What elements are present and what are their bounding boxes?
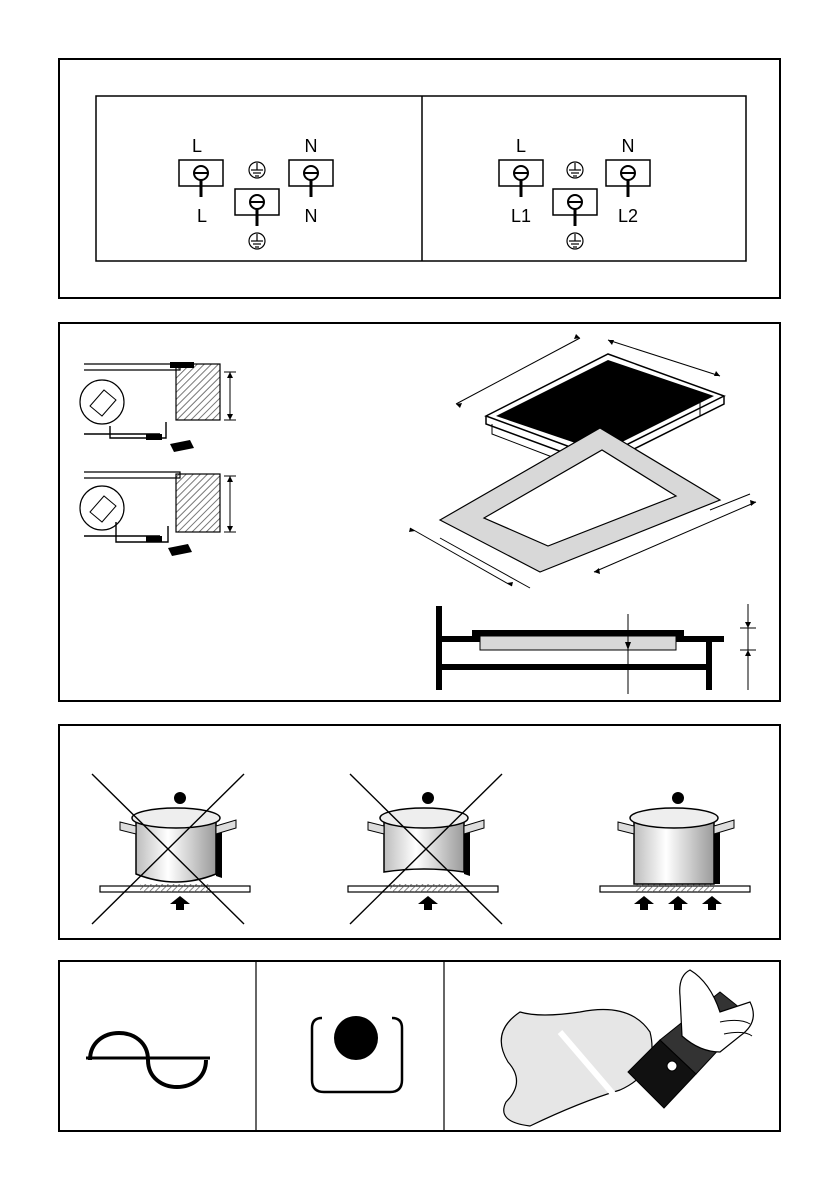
terminal-screw-icon	[621, 166, 635, 197]
installation-panel	[58, 322, 781, 702]
glass-scraper-icon	[501, 970, 753, 1126]
pot-correct-flat	[600, 792, 750, 910]
two-phase-top-left-label: L	[516, 136, 526, 156]
terminal-screw-icon	[568, 195, 582, 226]
earth-ground-icon	[567, 162, 583, 178]
terminal-screw-icon	[250, 195, 264, 226]
terminal-screw-icon	[304, 166, 318, 197]
heat-arrow-icon	[170, 896, 190, 910]
mounting-clamp-detail-top	[80, 362, 236, 452]
earth-ground-icon	[249, 233, 265, 249]
single-phase-top-left-label: L	[192, 136, 202, 156]
two-phase-top-right-label: N	[622, 136, 635, 156]
earth-ground-icon	[249, 162, 265, 178]
wiring-diagram: L N	[60, 60, 779, 297]
heat-arrow-icon	[702, 896, 722, 910]
single-phase-bottom-left-label: L	[197, 206, 207, 226]
single-phase-top-right-label: N	[305, 136, 318, 156]
heat-arrow-icon	[418, 896, 438, 910]
earth-ground-icon	[567, 233, 583, 249]
two-phase-bottom-right-label: L2	[618, 206, 638, 226]
terminal-screw-icon	[514, 166, 528, 197]
wiring-panel: L N	[58, 58, 781, 299]
installation-cross-section	[436, 604, 756, 694]
two-phase-connection: L N	[499, 136, 650, 249]
heat-arrow-icon	[668, 896, 688, 910]
symbols-diagram	[60, 962, 779, 1130]
installation-diagram	[60, 324, 779, 700]
mounting-clamp-detail-bottom	[80, 472, 236, 556]
cookware-panel	[58, 724, 781, 940]
worktop-cutout	[409, 428, 756, 588]
cooking-zone-icon	[312, 1016, 402, 1092]
two-phase-bottom-left-label: L1	[511, 206, 531, 226]
heat-arrow-icon	[634, 896, 654, 910]
sine-wave-icon	[86, 1033, 210, 1087]
symbols-panel	[58, 960, 781, 1132]
pot-wrong-concave	[348, 774, 502, 924]
single-phase-bottom-right-label: N	[305, 206, 318, 226]
pot-wrong-convex	[92, 774, 250, 924]
terminal-screw-icon	[194, 166, 208, 197]
single-phase-connection: L N	[179, 136, 333, 249]
cookware-diagram	[60, 726, 779, 938]
